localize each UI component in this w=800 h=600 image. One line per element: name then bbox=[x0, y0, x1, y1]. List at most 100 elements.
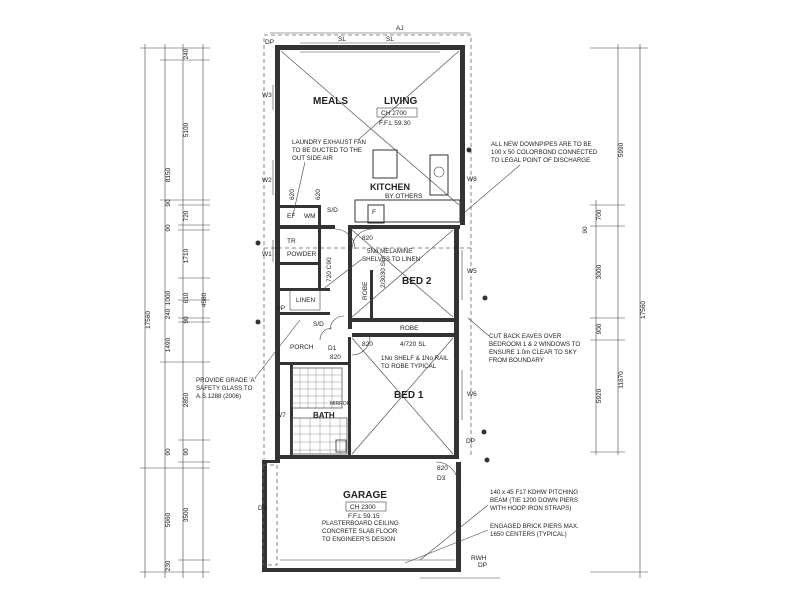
tag-d4: D4 bbox=[258, 505, 267, 512]
note-eaves-line-1: CUT BACK EAVES OVER bbox=[489, 333, 562, 340]
note-melamine: 5No MELAMINE SHELVES TO LINEN bbox=[321, 248, 420, 291]
dim-left-total: 17560 bbox=[145, 311, 152, 329]
dim-left-90c: 90 bbox=[183, 316, 190, 324]
note-brick-piers-line-1: ENGAGED BRICK PIERS MAX. bbox=[490, 523, 579, 530]
room-diagonals bbox=[280, 50, 460, 455]
room-kitchen: KITCHEN bbox=[370, 182, 410, 192]
windows bbox=[272, 42, 463, 420]
tag-dp-left: DP bbox=[276, 305, 285, 312]
tag-ef: EF bbox=[287, 213, 295, 220]
linen-shelves bbox=[289, 289, 321, 311]
door-labels: 820 820 820 820 2/3030 SL 4/720 SL 720 C… bbox=[289, 189, 448, 472]
tag-w7: W7 bbox=[276, 412, 286, 419]
tag-dp-right: DP bbox=[466, 438, 475, 445]
note-brick-piers-line-2: 1650 CENTERS (TYPICAL) bbox=[490, 531, 567, 538]
dim-right-5990: 5990 bbox=[618, 142, 625, 157]
tag-sl-1: SL bbox=[338, 36, 346, 43]
living-ch-box bbox=[376, 107, 418, 118]
door-820-kitchen: 820 bbox=[362, 235, 373, 242]
note-pitching-beam-line-2: BEAM (TIE 1200 DOWN PIERS bbox=[490, 497, 578, 504]
pantry bbox=[367, 204, 385, 224]
room-porch: PORCH bbox=[290, 344, 314, 351]
garage-ffl: F.F.L 59.15 bbox=[348, 513, 380, 520]
dim-right-700: 700 bbox=[596, 209, 603, 220]
room-bath: BATH bbox=[313, 411, 335, 420]
door-820-bed2: 820 bbox=[362, 341, 373, 348]
note-melamine-line-2: SHELVES TO LINEN bbox=[362, 256, 420, 263]
living-ch: CH 2700 bbox=[381, 110, 407, 117]
tag-f: F bbox=[372, 209, 376, 216]
note-shelf-rail: 1No SHELF & 1No RAIL TO ROBE TYPICAL bbox=[381, 355, 449, 370]
door-sl-3030: 2/3030 SL bbox=[380, 258, 387, 288]
dim-left-90e: 90 bbox=[183, 448, 190, 456]
door-620-b: 620 bbox=[315, 189, 322, 200]
room-bed2: BED 2 bbox=[402, 276, 432, 287]
tag-d3: D3 bbox=[437, 475, 446, 482]
note-safety-glass-line-2: SAFETY GLASS TO bbox=[196, 385, 253, 392]
tag-w1: W1 bbox=[262, 251, 272, 258]
tag-d1: D1 bbox=[328, 345, 337, 352]
note-safety-glass-line-3: A.S.1288 (2006) bbox=[196, 393, 241, 400]
room-bed1: BED 1 bbox=[394, 390, 424, 401]
bath-tiles bbox=[291, 367, 348, 455]
downpipe-markers bbox=[255, 147, 490, 463]
dim-right-total: 17560 bbox=[640, 301, 647, 319]
tag-w8: W8 bbox=[467, 176, 477, 183]
note-safety-glass: PROVIDE GRADE 'A' SAFETY GLASS TO A.S.12… bbox=[196, 319, 301, 400]
tag-rwh: RWH bbox=[471, 555, 487, 562]
kitchen-bench bbox=[354, 199, 461, 223]
dim-left-240: 240 bbox=[183, 48, 190, 59]
right-dimensions: 5990 11670 17560 700 3000 900 5920 90 bbox=[582, 44, 648, 578]
room-garage: GARAGE bbox=[343, 490, 387, 501]
room-meals: MEALS bbox=[313, 96, 348, 107]
note-laundry: LAUNDRY EXHAUST FAN TO BE DUCTED TO THE … bbox=[292, 139, 366, 216]
tags: W3 W2 W1 W8 W5 W6 W7 D1 D3 D4 DP DP DP D… bbox=[258, 25, 487, 569]
tag-w6: W6 bbox=[467, 391, 477, 398]
note-ceiling-line-1: PLASTERBOARD CEILING bbox=[322, 520, 399, 527]
sink-icon bbox=[433, 166, 445, 178]
door-720-c90: 720 C90 bbox=[326, 257, 333, 282]
note-brick-piers: ENGAGED BRICK PIERS MAX. 1650 CENTERS (T… bbox=[404, 523, 579, 564]
tag-dp-top: DP bbox=[265, 39, 274, 46]
door-820-d1: 820 bbox=[330, 354, 341, 361]
door-swings bbox=[319, 228, 459, 485]
dim-right-5920: 5920 bbox=[596, 388, 603, 403]
note-ceiling-line-3: TO ENGINEER'S DESIGN bbox=[322, 536, 395, 543]
note-melamine-line-1: 5No MELAMINE bbox=[367, 248, 412, 255]
walls bbox=[262, 45, 465, 572]
dim-right-900: 900 bbox=[596, 323, 603, 334]
garage-ch-box bbox=[345, 501, 387, 512]
note-eaves-line-3: ENSURE 1.0m CLEAR TO SKY bbox=[489, 349, 577, 356]
dim-left-1490: 1490 bbox=[165, 337, 172, 352]
garage-roller-door-area bbox=[262, 464, 278, 566]
note-laundry-line-1: LAUNDRY EXHAUST FAN bbox=[292, 139, 366, 146]
note-laundry-line-3: OUT SIDE AIR bbox=[292, 155, 333, 162]
dim-left-720: 720 bbox=[183, 210, 190, 221]
room-living: LIVING bbox=[384, 96, 418, 107]
room-robe-vertical: ROBE bbox=[362, 281, 369, 300]
dim-left-4580: 4580 bbox=[201, 292, 208, 307]
note-eaves: CUT BACK EAVES OVER BEDROOM 1 & 2 WINDOW… bbox=[467, 317, 580, 364]
room-robe-bed1: ROBE bbox=[400, 325, 419, 332]
door-820-garage: 820 bbox=[437, 465, 448, 472]
note-eaves-line-2: BEDROOM 1 & 2 WINDOWS TO bbox=[489, 341, 580, 348]
note-downpipes: ALL NEW DOWNPIPES ARE TO BE 100 x 50 COL… bbox=[464, 141, 598, 213]
room-powder: POWDER bbox=[287, 251, 317, 258]
dim-left-5960: 5960 bbox=[165, 512, 172, 527]
kitchen-by-others: BY OTHERS bbox=[385, 193, 423, 200]
note-pitching-beam: 140 x 45 F17 KDHW PITCHING BEAM (TIE 120… bbox=[419, 489, 578, 561]
note-ceiling-line-2: CONCRETE SLAB FLOOR bbox=[322, 528, 398, 535]
door-620-a: 620 bbox=[289, 189, 296, 200]
left-dimensions: 17560 8150 1490 5960 5100 2850 3500 4580… bbox=[140, 44, 210, 578]
note-shelf-rail-line-1: 1No SHELF & 1No RAIL bbox=[381, 355, 449, 362]
note-safety-glass-line-1: PROVIDE GRADE 'A' bbox=[196, 377, 256, 384]
dim-left-2850: 2850 bbox=[183, 392, 190, 407]
living-ffl: F.F.L 59.30 bbox=[379, 120, 411, 127]
dim-left-90d: 90 bbox=[165, 448, 172, 456]
note-ceiling: PLASTERBOARD CEILING CONCRETE SLAB FLOOR… bbox=[322, 520, 399, 543]
dim-left-5100: 5100 bbox=[183, 122, 190, 137]
eaves-outline-lower bbox=[263, 248, 472, 460]
tag-sd-linen: S/D bbox=[313, 321, 324, 328]
kitchen-island bbox=[372, 149, 398, 179]
